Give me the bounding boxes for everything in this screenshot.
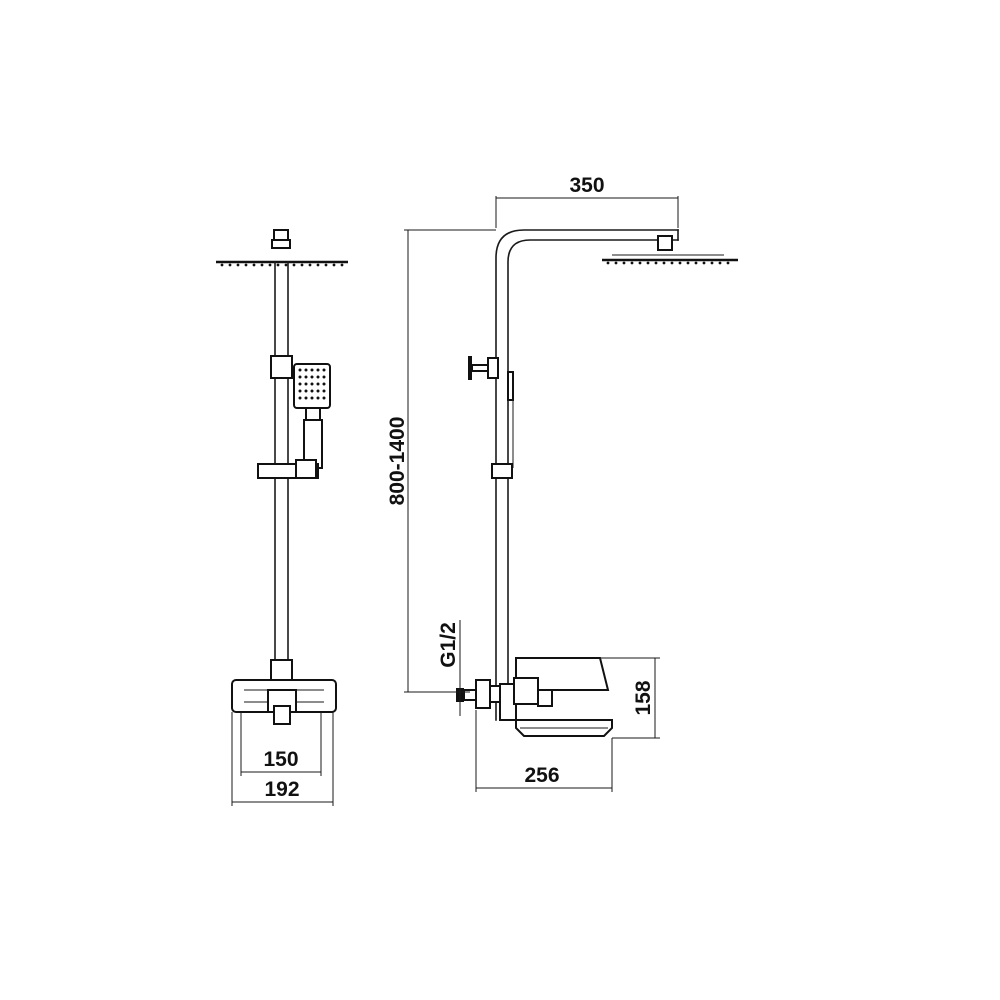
nozzle-dot (710, 261, 714, 265)
nozzle-dot (726, 261, 730, 265)
front-inner-width-label: 150 (263, 748, 298, 771)
nozzle-dot (298, 389, 302, 393)
nozzle-dot (614, 261, 618, 265)
side-shower-head-nozzles (606, 261, 730, 265)
nozzle-dot (324, 263, 328, 267)
nozzle-dot (236, 263, 240, 267)
side-diverter-knob (468, 356, 499, 380)
nozzle-dot (284, 263, 288, 267)
nozzle-dot (662, 261, 666, 265)
nozzle-dot (606, 261, 610, 265)
side-hand-shower (507, 371, 514, 468)
nozzle-dot (316, 382, 320, 386)
front-shower-head (216, 229, 348, 267)
nozzle-dot (686, 261, 690, 265)
arm-reach-dimension: 350 (495, 174, 679, 228)
nozzle-dot (694, 261, 698, 265)
nozzle-dot (322, 396, 326, 400)
side-shower-head (602, 235, 738, 265)
nozzle-dot (316, 368, 320, 372)
nozzle-dot (322, 375, 326, 379)
nozzle-dot (304, 396, 308, 400)
nozzle-dot (304, 389, 308, 393)
front-mixer (231, 659, 337, 725)
front-inner-width-dimension: 150 (240, 712, 322, 776)
mixer-projection-label: 256 (524, 764, 559, 787)
nozzle-dot (310, 375, 314, 379)
mixer-height-dimension: 158 (600, 657, 660, 739)
front-outer-width-dimension: 192 (231, 712, 334, 806)
nozzle-dot (332, 263, 336, 267)
side-slide-bracket (491, 463, 513, 479)
nozzle-dot (304, 382, 308, 386)
nozzle-dot (322, 382, 326, 386)
nozzle-dot (252, 263, 256, 267)
nozzle-dot (638, 261, 642, 265)
front-slide-bracket (257, 459, 319, 479)
mixer-height-label: 158 (632, 680, 655, 715)
nozzle-dot (260, 263, 264, 267)
side-mixer (456, 657, 613, 737)
nozzle-dot (322, 368, 326, 372)
nozzle-dot (310, 368, 314, 372)
height-range-label: 800-1400 (386, 417, 409, 506)
nozzle-dot (276, 263, 280, 267)
nozzle-dot (304, 368, 308, 372)
nozzle-dot (630, 261, 634, 265)
nozzle-dot (304, 375, 308, 379)
height-range-dimension: 800-1400 (386, 229, 496, 693)
side-shower-arm (495, 229, 679, 721)
nozzle-dot (316, 396, 320, 400)
inlet-thread-dimension: G1/2 (437, 620, 461, 716)
nozzle-dot (310, 396, 314, 400)
nozzle-dot (300, 263, 304, 267)
nozzle-dot (298, 396, 302, 400)
nozzle-dot (298, 375, 302, 379)
front-hand-shower (293, 363, 331, 469)
front-outer-width-label: 192 (264, 778, 299, 801)
nozzle-dot (220, 263, 224, 267)
nozzle-dot (244, 263, 248, 267)
nozzle-dot (228, 263, 232, 267)
side-view: 350 800-1400 G1/2 158 256 (386, 174, 738, 792)
nozzle-dot (310, 382, 314, 386)
nozzle-dot (322, 389, 326, 393)
nozzle-dot (268, 263, 272, 267)
nozzle-dot (702, 261, 706, 265)
nozzle-dot (292, 263, 296, 267)
nozzle-dot (678, 261, 682, 265)
arm-reach-label: 350 (569, 174, 604, 197)
nozzle-dot (340, 263, 344, 267)
front-view: 150 192 (216, 229, 348, 806)
front-riser-pipe (270, 261, 293, 663)
nozzle-dot (316, 263, 320, 267)
nozzle-dot (670, 261, 674, 265)
nozzle-dot (298, 368, 302, 372)
nozzle-dot (718, 261, 722, 265)
inlet-thread-label: G1/2 (437, 622, 460, 668)
nozzle-dot (316, 375, 320, 379)
nozzle-dot (622, 261, 626, 265)
nozzle-dot (646, 261, 650, 265)
front-hand-shower-nozzles (298, 368, 326, 400)
nozzle-dot (308, 263, 312, 267)
front-shower-head-nozzles (220, 263, 344, 267)
mixer-projection-dimension: 256 (475, 710, 613, 792)
nozzle-dot (654, 261, 658, 265)
nozzle-dot (298, 382, 302, 386)
nozzle-dot (310, 389, 314, 393)
nozzle-dot (316, 389, 320, 393)
